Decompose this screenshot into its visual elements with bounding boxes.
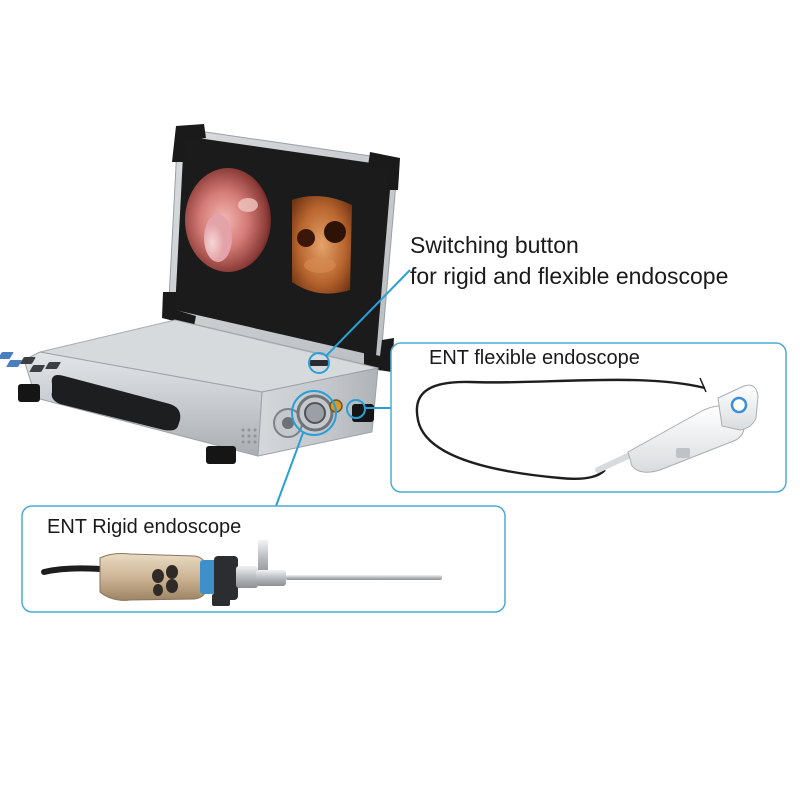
flexible-handle-body	[627, 405, 745, 473]
bending-section	[595, 452, 633, 473]
port-callout-circle	[291, 390, 337, 436]
light-post	[258, 540, 268, 576]
foot-front-center	[206, 446, 236, 464]
endoscopic-view-left	[185, 168, 271, 272]
scope-hub	[256, 570, 286, 586]
eyepiece	[236, 566, 258, 588]
flexible-antenna	[699, 377, 707, 393]
foot-front-left	[18, 384, 40, 402]
flexible-endoscope-label: ENT flexible endoscope	[429, 347, 640, 369]
switch-leader-line	[325, 269, 411, 357]
switching-button-label-line2: for rigid and flexible endoscope	[410, 263, 729, 289]
rigid-leader-line	[275, 432, 304, 507]
control-keypad	[0, 352, 61, 372]
coupler-clamp	[212, 594, 230, 606]
rigid-endoscope-image	[41, 540, 442, 606]
callout-markers	[275, 269, 411, 507]
vent-grille	[241, 428, 257, 444]
endoscopic-view-right	[292, 196, 352, 294]
coupler-body	[214, 556, 238, 600]
flexible-scope-port	[296, 394, 334, 432]
switching-button	[310, 360, 328, 366]
switching-button-label-line1: Switching button	[410, 232, 579, 258]
switch-callout-circle	[308, 352, 330, 374]
corner-guard-bottom-right	[364, 338, 394, 372]
scope-shaft	[286, 575, 442, 580]
light-connector	[676, 448, 690, 458]
insertion-tube	[415, 378, 706, 480]
camera-head-buttons	[152, 565, 178, 596]
rigid-endoscope-label: ENT Rigid endoscope	[47, 516, 242, 538]
rigid-camera-port	[273, 408, 303, 438]
control-knob	[730, 396, 748, 414]
corner-guard-bottom-left	[162, 292, 196, 326]
corner-guard-top-left	[172, 124, 206, 162]
carry-handle	[51, 375, 181, 431]
coupler-blue-ring	[200, 560, 218, 594]
endoscope-monitor-device	[0, 124, 400, 464]
flexible-endoscope-image	[415, 377, 759, 480]
corner-guard-top-right	[368, 152, 400, 190]
